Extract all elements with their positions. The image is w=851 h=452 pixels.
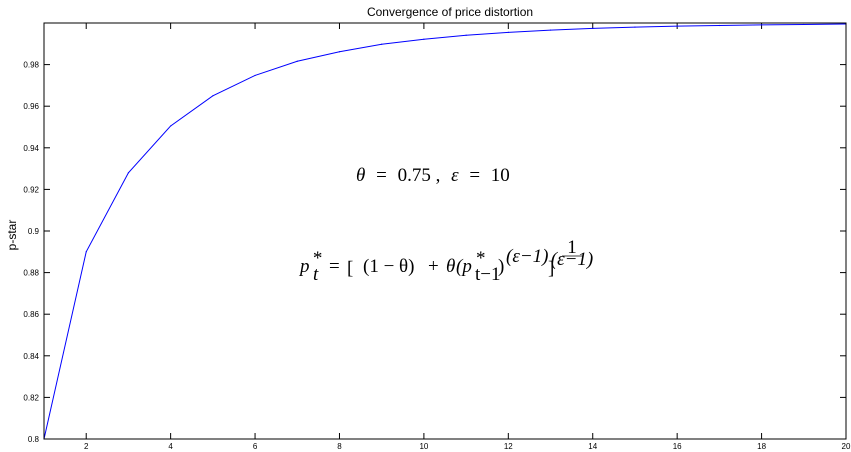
formula-inner-base: (p <box>456 256 472 277</box>
x-tick-label: 14 <box>588 442 597 451</box>
data-point <box>170 125 172 127</box>
data-point <box>634 26 636 28</box>
y-tick-label: 0.82 <box>23 393 39 402</box>
formula-equals: = <box>329 256 340 277</box>
y-tick-label: 0.98 <box>23 61 39 70</box>
epsilon-symbol: ε <box>451 165 459 186</box>
formula-inner-close: ) <box>498 256 504 277</box>
data-point <box>212 95 214 97</box>
data-point <box>254 74 256 77</box>
equals-sign-2: = <box>469 165 480 186</box>
formula-plus: + <box>428 256 439 277</box>
y-tick-label: 0.96 <box>23 102 39 111</box>
y-tick-label: 0.9 <box>28 227 40 236</box>
series-layer <box>43 23 847 440</box>
data-point <box>549 29 552 31</box>
y-tick-label: 0.88 <box>23 269 39 278</box>
data-point <box>718 24 720 27</box>
x-tick-label: 2 <box>84 442 89 451</box>
y-axis-label: p-star <box>5 220 19 251</box>
data-point <box>465 34 467 36</box>
x-tick-label: 8 <box>337 442 342 451</box>
formula-lhs-sup: * <box>312 248 322 269</box>
data-point <box>803 23 805 26</box>
data-point <box>760 24 763 26</box>
annotation-params: θ = 0.75 , ε = 10 <box>356 165 510 186</box>
axis-ticks: 2 4 6 8 10 12 14 16 18 20 0.8 0.82 0.84 0.86 0.88 0.9 0.… <box>23 23 851 451</box>
data-point <box>592 27 594 30</box>
formula-outer-denominator: (ε−1) <box>551 249 593 270</box>
comma: , <box>436 165 441 186</box>
x-tick-label: 18 <box>757 442 766 451</box>
x-tick-label: 20 <box>842 442 851 451</box>
data-point <box>676 25 678 27</box>
theta-symbol: θ <box>356 165 365 186</box>
data-point <box>127 172 130 174</box>
x-tick-label: 6 <box>253 442 258 451</box>
formula-inner-sup: * <box>476 248 486 269</box>
y-tick-label: 0.94 <box>23 144 39 153</box>
data-point <box>381 43 383 45</box>
formula-exponent: (ε−1) <box>506 246 548 267</box>
x-tick-label: 12 <box>504 442 513 451</box>
formula-lhs-base: p <box>298 256 310 277</box>
formula-outer-numerator: 1 <box>567 237 577 258</box>
formula-lhs-sub: t <box>313 264 319 285</box>
x-tick-label: 16 <box>673 442 682 451</box>
x-tick-label: 10 <box>419 442 428 451</box>
formula-inner-sub: t−1 <box>475 264 501 285</box>
series-line <box>43 23 847 440</box>
data-point <box>85 251 87 253</box>
formula-theta: θ <box>446 256 455 277</box>
epsilon-value: 10 <box>491 165 510 186</box>
x-tick-label: 4 <box>168 442 173 451</box>
data-point <box>296 60 298 62</box>
theta-value: 0.75 <box>398 165 431 186</box>
y-tick-label: 0.8 <box>28 435 40 444</box>
plot-frame <box>43 22 847 440</box>
formula-bracket-close: ] <box>548 258 554 279</box>
y-tick-label: 0.86 <box>23 310 39 319</box>
y-tick-label: 0.84 <box>23 352 39 361</box>
annotation-formula: p t * = [ (1 − θ) + θ (p t−1 * ) (ε−1) ]… <box>298 237 593 285</box>
y-tick-label: 0.92 <box>23 185 39 194</box>
formula-bracket-open: [ <box>347 258 353 279</box>
chart-title: Convergence of price distortion <box>367 5 533 19</box>
data-point <box>423 38 425 40</box>
formula-one-minus-theta: (1 − θ) <box>363 256 414 277</box>
data-point <box>507 31 509 33</box>
equals-sign: = <box>376 165 387 186</box>
data-point <box>338 51 341 53</box>
